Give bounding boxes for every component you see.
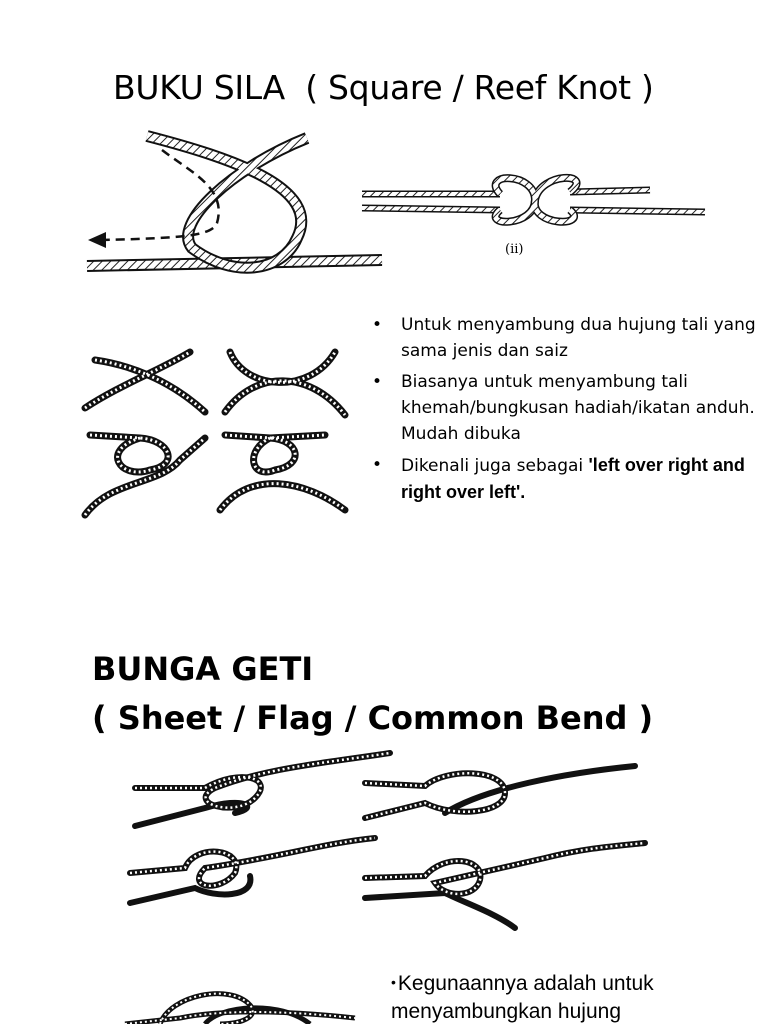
list-item: Untuk menyambung dua hujung tali yang sa… (372, 312, 762, 364)
sheet-bend-notes: •Kegunaannya adalah untuk menyambungkan … (391, 968, 761, 1026)
square-knot-sequence-illustration (80, 340, 355, 525)
figure-label: (ii) (505, 242, 524, 257)
square-knot-notes: Untuk menyambung dua hujung tali yang sa… (372, 312, 762, 511)
sheet-bend-title: BUNGA GETI ( Sheet / Flag / Common Bend … (92, 650, 654, 737)
sheet-bend-detail-illustration (120, 985, 360, 1024)
square-knot-title: BUKU SILA ( Square / Reef Knot ) (113, 68, 654, 107)
list-item: Biasanya untuk menyambung tali khemah/bu… (372, 369, 762, 447)
square-knot-step-illustration (82, 128, 392, 298)
list-item: Dikenali juga sebagai 'left over right a… (372, 452, 762, 506)
sheet-bend-illustration (125, 748, 650, 933)
square-knot-finished-illustration: (ii) (360, 172, 710, 267)
bullet-dot: • (391, 974, 396, 990)
list-item: Kegunaannya adalah untuk menyambungkan h… (391, 972, 654, 1023)
